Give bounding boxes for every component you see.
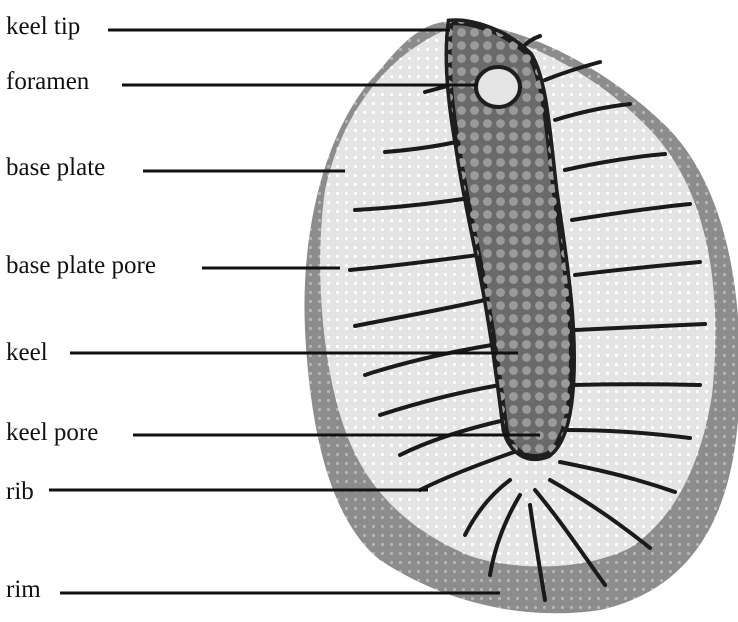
label-base-plate: base plate [6,155,105,180]
label-base-plate-pore: base plate pore [6,253,156,278]
rib [572,384,700,385]
label-rim: rim [6,577,41,602]
label-foramen: foramen [6,69,89,94]
label-keel: keel [6,340,48,365]
label-keel-tip: keel tip [6,14,80,39]
label-rib: rib [6,479,34,504]
label-keel-pore: keel pore [6,420,98,445]
foramen-shape [476,67,520,107]
